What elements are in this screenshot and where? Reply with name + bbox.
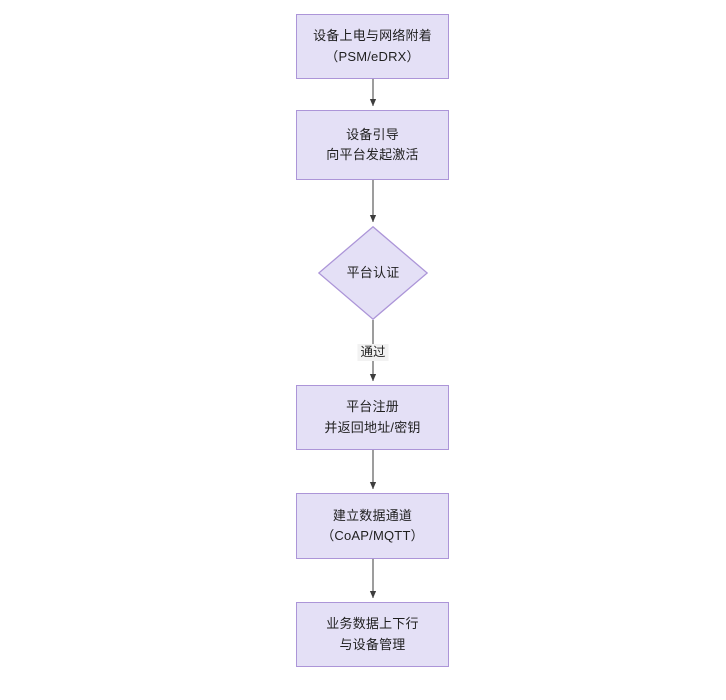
node-platform-registration[interactable]: 平台注册 并返回地址/密钥 xyxy=(296,385,449,450)
node-business-data-and-device-management[interactable]: 业务数据上下行 与设备管理 xyxy=(296,602,449,667)
node-label: 设备引导 向平台发起激活 xyxy=(326,126,419,162)
node-establish-data-channel[interactable]: 建立数据通道 （CoAP/MQTT） xyxy=(296,493,449,559)
node-label: 平台注册 并返回地址/密钥 xyxy=(324,399,421,435)
node-device-power-on[interactable]: 设备上电与网络附着 （PSM/eDRX） xyxy=(296,14,449,79)
node-platform-authentication[interactable]: 平台认证 xyxy=(318,226,428,320)
node-label: 业务数据上下行 与设备管理 xyxy=(326,616,419,652)
node-label: 平台认证 xyxy=(346,264,400,280)
edge-label-pass: 通过 xyxy=(357,344,389,361)
edge-label-text: 通过 xyxy=(360,345,386,359)
node-device-bootstrap[interactable]: 设备引导 向平台发起激活 xyxy=(296,110,449,180)
diamond-shape xyxy=(318,226,428,320)
node-label: 设备上电与网络附着 （PSM/eDRX） xyxy=(313,28,432,64)
node-label: 建立数据通道 （CoAP/MQTT） xyxy=(321,507,424,543)
